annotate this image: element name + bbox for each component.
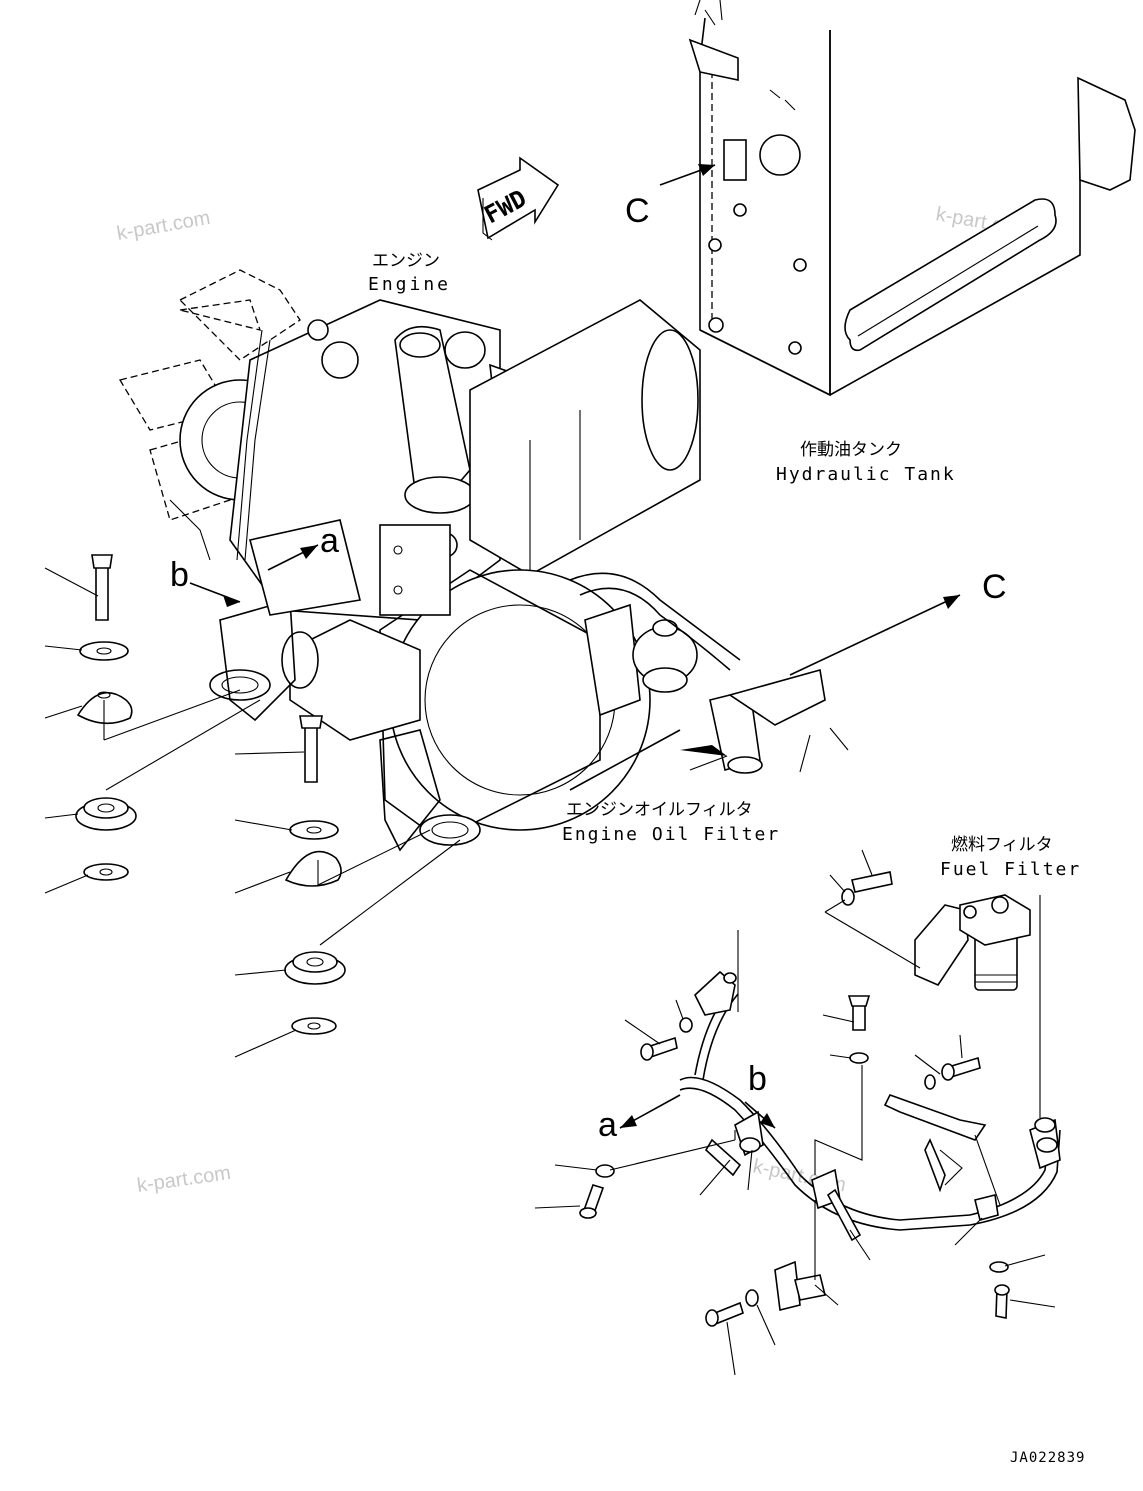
fuel-filter-label-jp: 燃料フィルタ: [951, 835, 1053, 855]
oil-filter-label-en: Engine Oil Filter: [562, 824, 780, 845]
fuel-lines: [579, 970, 1061, 1327]
tank-label-jp: 作動油タンク: [800, 440, 902, 460]
marker-c-engine: C: [982, 568, 1007, 606]
watermark-1: k-part.com: [115, 207, 212, 245]
oil-filter-label-jp: エンジンオイルフィルタ: [566, 800, 753, 820]
engine-mount-parts: [75, 554, 346, 1035]
marker-c-tank: C: [625, 192, 650, 230]
engine-label-jp: エンジン: [372, 251, 440, 271]
marker-b-engine: b: [170, 556, 189, 594]
fuel-filter: [824, 849, 1031, 991]
leader-lines-left: [44, 567, 461, 1058]
direction-arrows: [189, 164, 961, 1129]
drawing-number: JA022839: [1010, 1450, 1085, 1466]
fuel-filter-label-en: Fuel Filter: [940, 859, 1081, 880]
leader-lines-right: [534, 727, 1056, 1376]
marker-b-fuel: b: [748, 1060, 767, 1098]
tank-label-en: Hydraulic Tank: [776, 464, 956, 485]
marker-a-fuel: a: [598, 1106, 617, 1144]
engine: [118, 269, 826, 852]
fwd-arrow: FWD: [477, 156, 560, 241]
marker-a-engine: a: [320, 522, 339, 560]
watermark-3: k-part.com: [136, 1162, 233, 1197]
engine-label-en: Engine: [368, 274, 451, 295]
hydraulic-tank: [688, 0, 1136, 397]
